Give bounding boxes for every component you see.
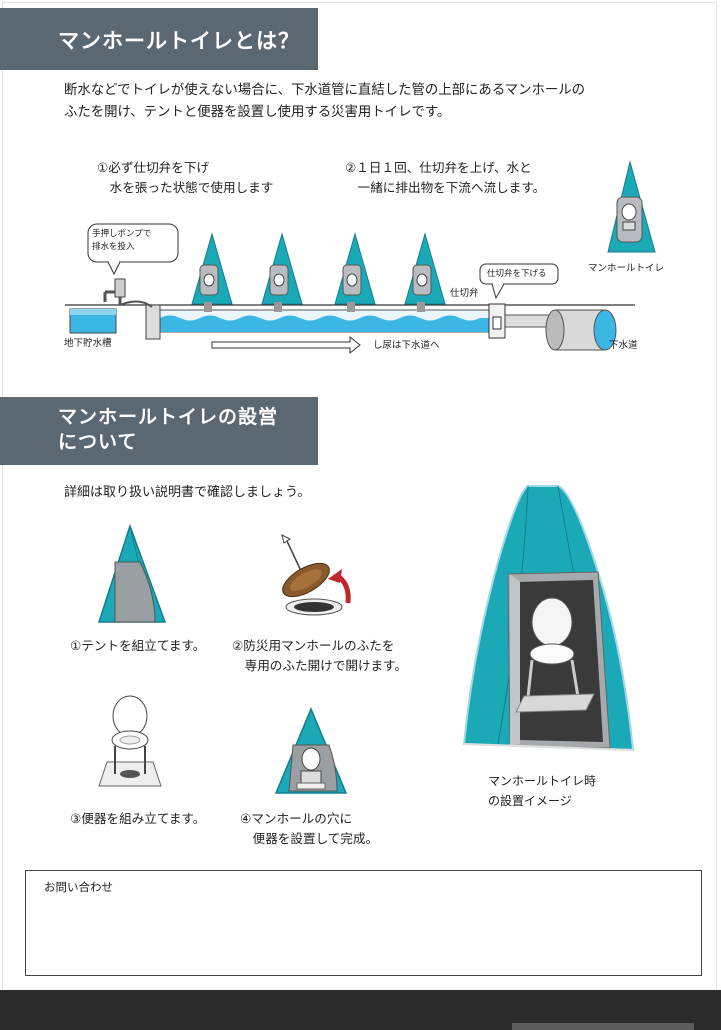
step1-caption: ①テントを組立てます。 — [70, 638, 206, 653]
toilet-icon-label: マンホールトイレ — [588, 263, 665, 274]
section1-intro: 断水などでトイレが使えない場合に、下水道管に直結した管の上部にあるマンホールの … — [64, 83, 586, 120]
pipe-end-cap — [145, 304, 161, 340]
valve-bubble-text: 仕切弁を下げる — [487, 269, 547, 279]
flow-label: し尿は下水道へ — [373, 340, 440, 351]
pump-bubble-text: 手押しポンプで 排水を投入 — [92, 229, 152, 252]
contact-label: お問い合わせ — [44, 880, 113, 894]
manhole-toilet-installation-photo — [462, 485, 635, 752]
tent-on-manhole-4 — [404, 232, 446, 312]
tent-assembly-illustration — [97, 523, 167, 623]
section2-note: 詳細は取り扱い説明書で確認しましょう。 — [64, 485, 311, 500]
photo-caption: マンホールトイレ時 の設置イメージ — [488, 774, 597, 808]
section1-title: マンホールトイレとは？ — [58, 29, 300, 53]
step3-caption: ③便器を組み立てます。 — [70, 811, 206, 826]
pump-speech-bubble — [87, 223, 179, 276]
step4-caption: ④マンホールの穴に 便器を設置して完成。 — [240, 811, 379, 846]
valve-speech-bubble — [479, 263, 559, 300]
step2-caption: ②防災用マンホールのふたを 専用のふた開けで開けます。 — [232, 638, 408, 673]
section1-heading: マンホールトイレとは？ — [0, 8, 318, 70]
manhole-lid-opening-illustration — [281, 534, 351, 616]
section2-heading: マンホールトイレの設営 について — [0, 397, 318, 465]
tank-label: 地下貯水槽 — [64, 338, 112, 349]
tent-on-manhole-1 — [191, 232, 233, 312]
valve-label: 仕切弁 — [450, 288, 479, 299]
sewer-label: 下水道 — [609, 340, 638, 351]
completed-toilet-tent-illustration — [274, 707, 348, 794]
sewer-pipe-back — [545, 309, 565, 351]
toilet-seat-illustration — [98, 695, 162, 787]
contact-box: お問い合わせ — [25, 870, 702, 976]
footer-tab — [512, 1023, 694, 1030]
tent-on-manhole-2 — [261, 232, 303, 312]
sewer-pipe-opening — [593, 309, 617, 351]
tent-on-manhole-3 — [334, 232, 376, 312]
diagram-step2: ②１日１回、仕切弁を上げ、水と 一緒に排出物を下流へ流します。 — [345, 160, 546, 195]
pipe-water — [160, 315, 490, 332]
manhole-toilet-tent-icon — [607, 160, 656, 253]
manhole-toilet-system-diagram — [65, 160, 656, 355]
hand-pump — [114, 278, 126, 298]
gate-valve-gate — [492, 316, 502, 330]
diagram-step1: ①必ず仕切弁を下げ 水を張った状態で使用します — [97, 160, 274, 195]
footer-bar — [0, 990, 721, 1030]
section2-title: マンホールトイレの設営 について — [58, 406, 279, 453]
flow-arrow — [211, 335, 361, 355]
